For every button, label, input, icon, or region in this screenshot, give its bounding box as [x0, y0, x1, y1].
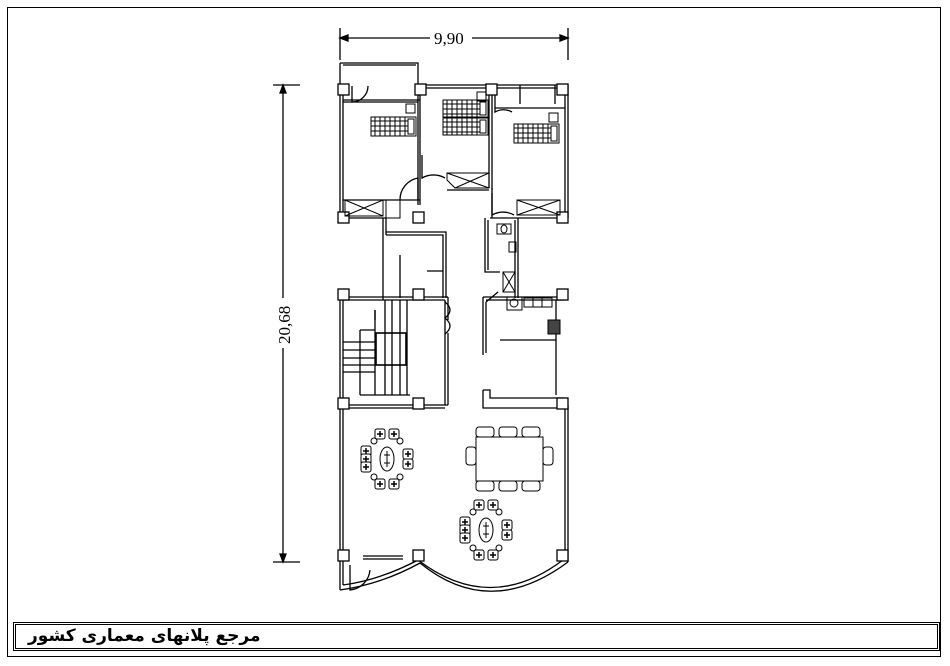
bed: [370, 116, 417, 137]
dining-chair: [475, 426, 495, 438]
chair: [388, 428, 400, 440]
chair: [473, 549, 485, 561]
dining-chair: [475, 480, 495, 492]
bed: [513, 123, 560, 144]
coffee-table: [379, 446, 395, 472]
furniture: [360, 426, 554, 561]
bed: [442, 99, 489, 118]
closets: [344, 172, 561, 293]
lounge-set: [469, 508, 503, 552]
chair: [473, 499, 485, 511]
dining-chair: [498, 426, 518, 438]
bed: [442, 117, 489, 136]
dining-set: [465, 426, 554, 492]
chair: [374, 478, 386, 490]
drawing-frame: [7, 7, 941, 657]
chair: [487, 499, 499, 511]
dining-table: [475, 436, 544, 482]
width-dimension: 9,90: [338, 28, 570, 60]
length-dimension: 20,68: [273, 83, 300, 564]
length-dimension-label: 20,68: [275, 306, 294, 344]
chair: [501, 519, 513, 531]
nightstand: [476, 91, 487, 102]
nightstand: [548, 112, 559, 123]
chair: [360, 461, 372, 473]
chair: [402, 448, 414, 460]
chair: [501, 529, 513, 541]
dining-chair: [521, 480, 541, 492]
lounge-set: [370, 437, 404, 481]
chair: [487, 549, 499, 561]
chair: [459, 532, 471, 544]
dining-chair: [465, 446, 477, 466]
width-dimension-label: 9,90: [434, 29, 464, 48]
title-text: مرجع پلانهای معماری کشور: [28, 626, 261, 646]
beds: [370, 91, 560, 144]
chair: [388, 478, 400, 490]
dining-chair: [521, 426, 541, 438]
nightstand: [405, 103, 416, 114]
dining-chair: [498, 480, 518, 492]
chair: [374, 428, 386, 440]
title-block: مرجع پلانهای معماری کشور: [13, 622, 940, 651]
dining-chair: [542, 446, 554, 466]
kitchen-appliances: [496, 223, 561, 335]
columns: [337, 83, 569, 562]
doors: [349, 85, 515, 591]
coffee-table: [478, 517, 494, 543]
chair: [402, 458, 414, 470]
